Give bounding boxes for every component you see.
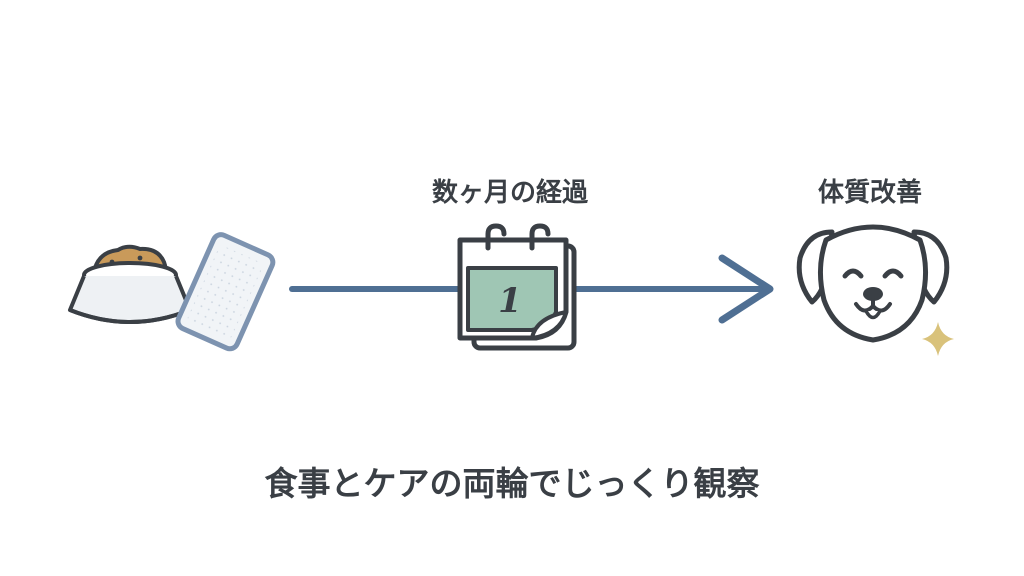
stage-label-months-passing: 数ヶ月の経過 — [431, 178, 588, 208]
happy-dog-icon — [796, 224, 950, 343]
stage-label-constitution-improvement: 体質改善 — [817, 178, 922, 208]
calendar-day-number: 1 — [498, 281, 522, 321]
sparkle-icon — [922, 322, 954, 356]
diagram-caption: 食事とケアの両輪でじっくり観察 — [264, 464, 760, 503]
calendar-icon: 1 — [457, 223, 577, 351]
food-bowl-icon — [68, 244, 192, 324]
pet-pad-icon — [175, 232, 276, 352]
